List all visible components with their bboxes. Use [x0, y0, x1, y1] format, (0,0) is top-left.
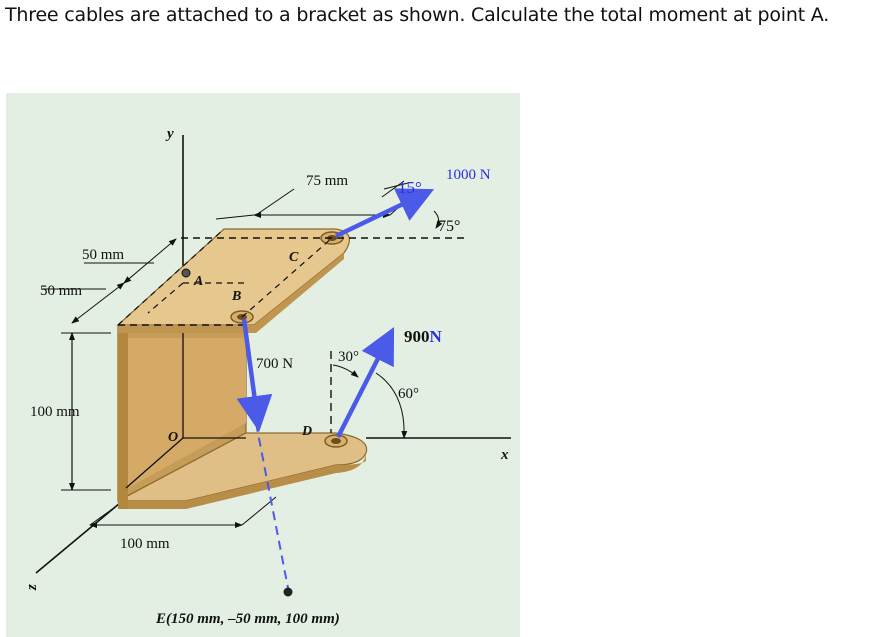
- x-axis-label: x: [500, 447, 509, 463]
- point-C-label: C: [289, 250, 299, 265]
- point-B-label: B: [231, 289, 241, 304]
- angle-15-label: 15°: [398, 178, 422, 197]
- bracket-inner-wall: [128, 338, 246, 488]
- angle-75-label: 75°: [438, 218, 460, 235]
- question-text: Three cables are attached to a bracket a…: [5, 4, 830, 26]
- bracket-bottom-edge: [118, 453, 366, 509]
- point-D-label: D: [301, 424, 312, 439]
- bracket-diagram: y x z A B C D O 75 mm 50 mm 50 mm 100 mm…: [24, 126, 511, 627]
- angle-60-label: 60°: [398, 386, 419, 402]
- force-900N-label: 900N: [404, 327, 443, 346]
- dim-75mm: 75 mm: [306, 173, 348, 189]
- dim-50mm-upper: 50 mm: [82, 247, 124, 263]
- angle-30-label: 30°: [338, 349, 359, 365]
- bracket-top-edge: [118, 253, 344, 333]
- hole-D-inner: [331, 438, 341, 444]
- force-900N: [335, 326, 395, 439]
- force-1000N-label: 1000 N: [446, 167, 491, 183]
- dim-100mm-vertical: 100 mm: [30, 404, 80, 420]
- point-A-label: A: [193, 274, 203, 289]
- z-axis-label: z: [24, 584, 40, 591]
- y-axis-label: y: [165, 126, 174, 142]
- bracket-front-edge: [118, 325, 128, 509]
- cable-BE: [255, 422, 289, 589]
- point-A-marker: [181, 268, 191, 278]
- bracket-top-plate: [116, 228, 351, 326]
- dim-50mm-lower: 50 mm: [40, 283, 82, 299]
- bracket-figure: y x z A B C D O 75 mm 50 mm 50 mm 100 mm…: [6, 93, 520, 637]
- force-700N: [236, 318, 273, 432]
- force-700N-label: 700 N: [256, 356, 293, 372]
- point-O-label: O: [168, 430, 178, 445]
- force-1000N: [335, 188, 435, 239]
- dim-100mm-bottom: 100 mm: [120, 536, 170, 552]
- point-E-label: E(150 mm, –50 mm, 100 mm): [155, 611, 340, 627]
- point-E-marker: [283, 587, 293, 597]
